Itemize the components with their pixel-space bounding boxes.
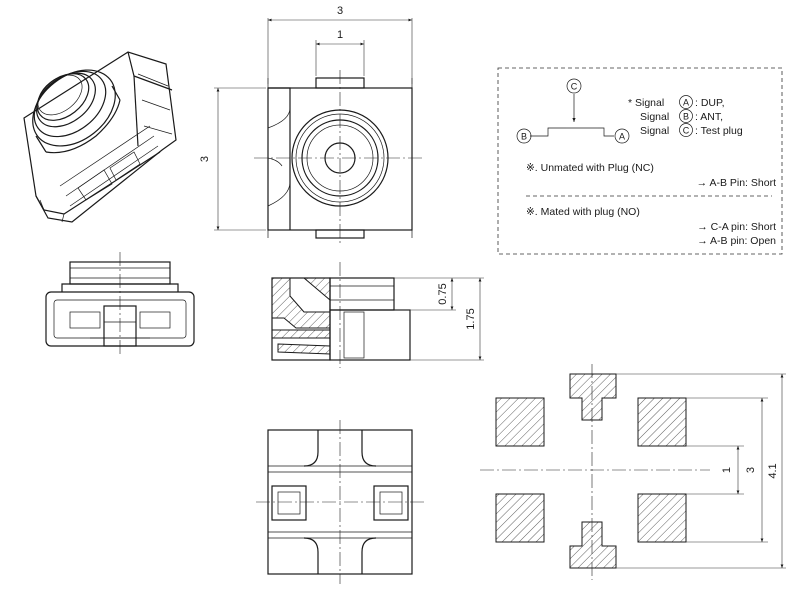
pin-c-label: C <box>571 82 578 92</box>
signal-c-value: : Test plug <box>695 125 743 137</box>
unmated-title: ※. Unmated with Plug (NC) <box>526 162 654 174</box>
top-center-dim: 1 <box>337 29 343 41</box>
mated-ca: → C-A pin: Short <box>697 221 776 233</box>
top-height-dim: 3 <box>199 156 211 162</box>
side-section-view <box>271 262 484 368</box>
front-view <box>45 252 195 356</box>
signal-c-label: Signal <box>640 125 669 137</box>
footprint-inner-dim: 1 <box>721 467 733 473</box>
top-view <box>214 18 424 244</box>
pin-a-label: A <box>619 132 625 142</box>
signal-c-letter: C <box>683 126 690 136</box>
notes-box <box>497 67 783 255</box>
unmated-ab: → A-B Pin: Short <box>697 177 776 189</box>
signal-b-value: : ANT, <box>695 111 723 123</box>
side-total-dim: 1.75 <box>465 308 477 329</box>
isometric-view <box>23 51 177 223</box>
pcb-footprint <box>480 364 786 580</box>
side-upper-dim: 0.75 <box>437 283 449 304</box>
mated-ab: → A-B pin: Open <box>697 235 776 247</box>
bottom-view <box>256 420 424 584</box>
signal-a-letter: A <box>683 98 689 108</box>
footprint-mid-dim: 3 <box>745 467 757 473</box>
pin-b-label: B <box>521 132 527 142</box>
top-width-dim: 3 <box>337 5 343 17</box>
signal-b-letter: B <box>683 112 689 122</box>
mated-title: ※. Mated with plug (NO) <box>526 206 640 218</box>
footprint-outer-dim: 4.1 <box>767 463 779 478</box>
signal-a-label: * Signal <box>628 97 664 109</box>
signal-b-label: Signal <box>640 111 669 123</box>
signal-a-value: : DUP, <box>695 97 725 109</box>
